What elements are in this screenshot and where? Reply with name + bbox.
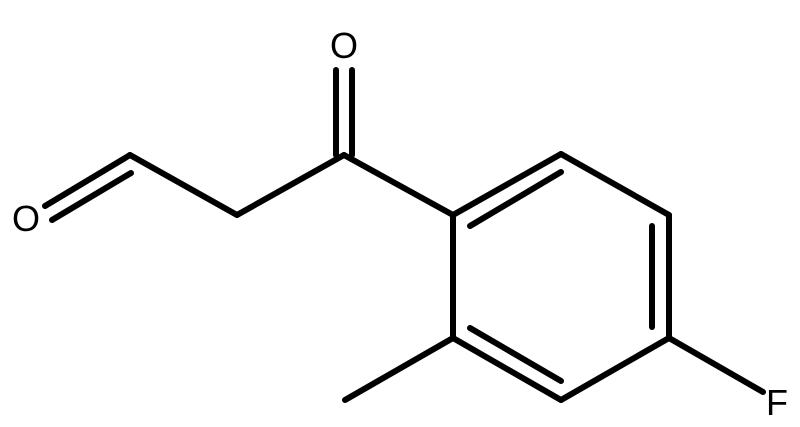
fluorine-label: F bbox=[766, 382, 788, 423]
methyl-bond bbox=[342, 335, 456, 403]
aldehyde-double-bond-outer bbox=[42, 152, 133, 209]
aldehyde-oxygen-label: O bbox=[12, 198, 40, 239]
ketone-oxygen-label: O bbox=[330, 25, 358, 66]
bond-cho-to-ch2 bbox=[127, 152, 240, 218]
ring-bond-1-inner bbox=[467, 169, 564, 229]
aldehyde-double-bond-inner bbox=[49, 170, 134, 223]
fluorine-bond bbox=[666, 335, 766, 395]
ring-bond-4 bbox=[558, 335, 672, 403]
ring-bond-5 bbox=[450, 335, 564, 403]
ring-bond-1 bbox=[450, 151, 564, 218]
bond-ch2-to-carbonyl bbox=[234, 152, 347, 218]
ring-bond-5-inner bbox=[467, 325, 564, 384]
bond-carbonyl-to-ring bbox=[341, 152, 456, 218]
ring-bond-2 bbox=[558, 151, 672, 218]
